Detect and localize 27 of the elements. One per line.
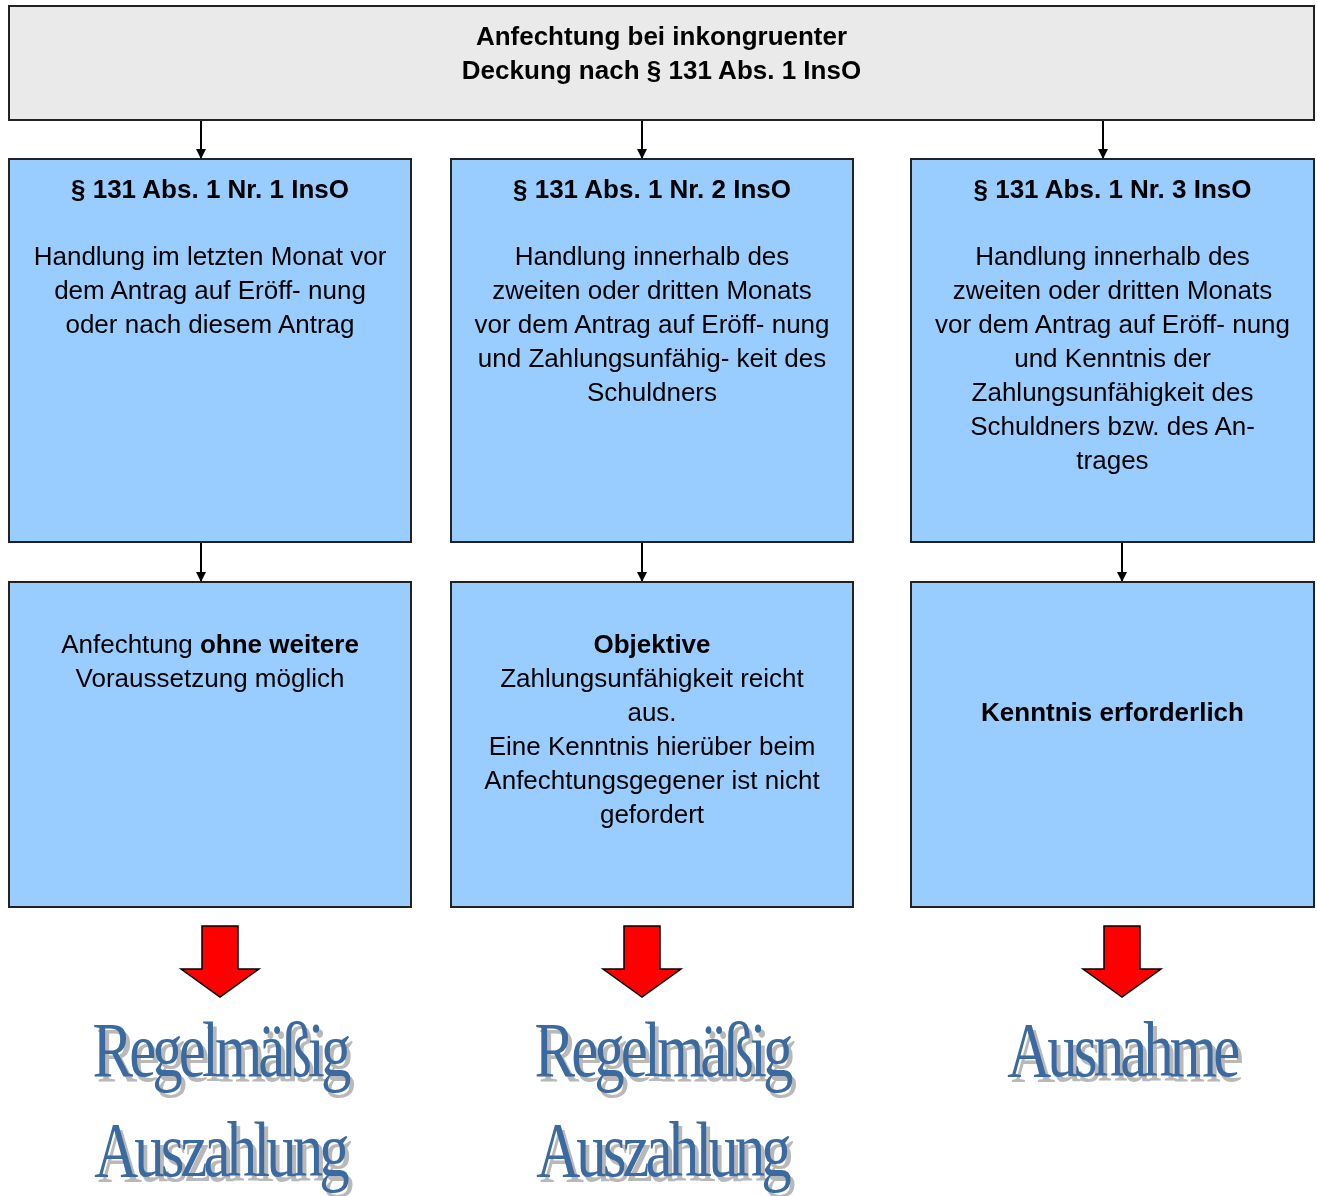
block-arrow — [1080, 925, 1164, 998]
arrow — [1117, 542, 1127, 582]
arrow — [637, 542, 647, 582]
rule-heading: § 131 Abs. 1 Nr. 2 InsO — [513, 173, 791, 206]
rule-heading: § 131 Abs. 1 Nr. 1 InsO — [71, 173, 349, 206]
rule-text: Handlung innerhalb des zweiten oder dritten Monats vor dem Antrag auf Eröff- nung und Kenntnis der Zahlungsunfähigkeit des Schuldners bzw. des An- trages — [933, 240, 1292, 477]
effect-box — [910, 581, 1315, 908]
arrow — [196, 542, 206, 582]
effect-box — [8, 581, 412, 908]
rule-text: Handlung im letzten Monat vor dem Antrag auf Eröff- nung oder nach diesem Antrag — [32, 240, 388, 341]
rule-heading: § 131 Abs. 1 Nr. 3 InsO — [973, 173, 1252, 206]
title-text: Anfechtung bei inkongruenter Deckung nach § 131 Abs. 1 InsO — [460, 20, 863, 87]
effect-text: Eine Kenntnis hierüber beim Anfechtungsgegener ist nicht gefordert — [483, 730, 821, 831]
arrow — [1098, 120, 1108, 159]
effect-text: Anfechtung ohne weitere Voraussetzung möglich — [60, 628, 360, 695]
effect-text: Kenntnis erforderlich — [981, 696, 1244, 729]
rule-text: Handlung innerhalb des zweiten oder dritten Monats vor dem Antrag auf Eröff- nung und Zahlungsunfähig- keit des Schuldners — [473, 240, 831, 409]
result-text: Regelmäßig Auszahlung — [91, 1005, 349, 1195]
effect-text: Objektive Zahlungsunfähigkeit reicht aus. — [499, 628, 805, 729]
arrow — [196, 120, 206, 159]
block-arrow — [178, 925, 262, 998]
title-box — [8, 5, 1315, 121]
effect-box — [450, 581, 854, 908]
result-text: Ausnahme — [1007, 1005, 1237, 1095]
block-arrow — [600, 925, 684, 998]
result-text: Regelmäßig Auszahlung — [533, 1005, 791, 1195]
arrow — [637, 120, 647, 159]
